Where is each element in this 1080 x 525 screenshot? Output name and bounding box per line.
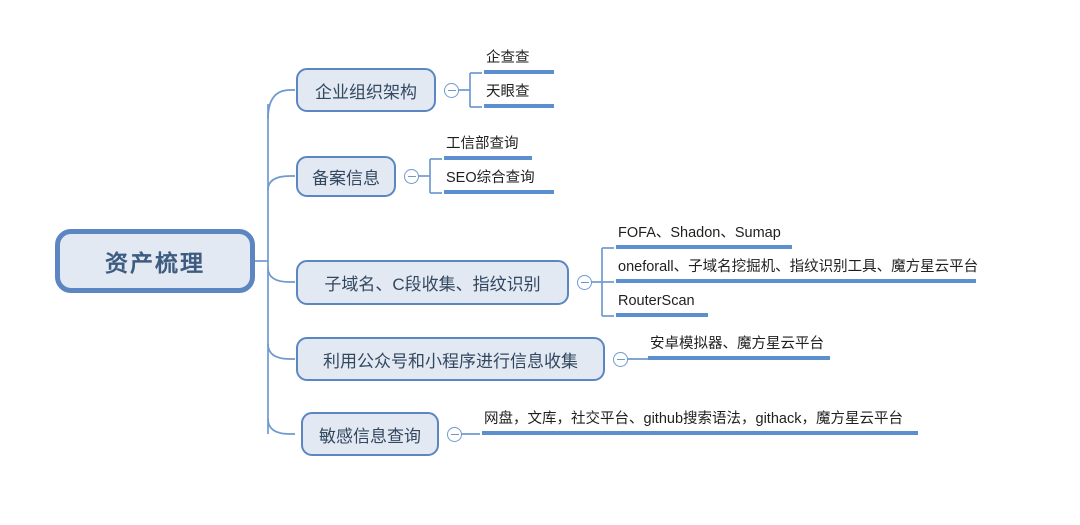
- elbow-branch-5: [267, 418, 295, 435]
- leaf-underline: [482, 431, 918, 435]
- leaf-underline: [444, 156, 532, 160]
- collapse-toggle-5[interactable]: [447, 427, 462, 442]
- leaf-item-1-2-label: 天眼查: [486, 84, 530, 100]
- branch-node-1-label: 企业组织架构: [315, 82, 417, 102]
- collapse-toggle-1[interactable]: [444, 83, 459, 98]
- leaf-item-2-1[interactable]: 工信部查询: [444, 135, 532, 160]
- elbow-branch-4: [267, 343, 295, 360]
- leaf-item-4-1[interactable]: 安卓模拟器、魔方星云平台: [648, 335, 830, 360]
- leaf-item-1-1-label: 企查查: [486, 50, 530, 66]
- leaf-item-1-1[interactable]: 企查查: [484, 49, 554, 74]
- leaf-item-4-1-label: 安卓模拟器、魔方星云平台: [650, 336, 824, 352]
- leaf-underline: [648, 356, 830, 360]
- elbow-branch-2: [267, 175, 295, 191]
- leaf-underline: [484, 104, 554, 108]
- branch-node-5-label: 敏感信息查询: [319, 426, 421, 446]
- branch-node-5[interactable]: 敏感信息查询: [301, 412, 439, 456]
- leaf-underline: [616, 279, 976, 283]
- branch-node-3-label: 子域名、C段收集、指纹识别: [324, 275, 541, 294]
- leaf-underline: [616, 245, 792, 249]
- leaf-item-3-2-label: oneforall、子域名挖掘机、指纹识别工具、魔方星云平台: [618, 259, 979, 275]
- root-node-label: 资产梳理: [105, 250, 205, 276]
- elbow-branch-3: [267, 267, 295, 283]
- collapse-toggle-3[interactable]: [577, 275, 592, 290]
- root-node[interactable]: 资产梳理: [55, 229, 255, 293]
- leaf-item-5-1-label: 网盘，文库，社交平台、github搜索语法，githack，魔方星云平台: [484, 411, 903, 427]
- leaf-underline: [484, 70, 554, 74]
- branch-node-4-label: 利用公众号和小程序进行信息收集: [323, 351, 578, 371]
- collapse-toggle-2[interactable]: [404, 169, 419, 184]
- leaf-item-3-3-label: RouterScan: [618, 293, 695, 309]
- leaf-item-3-1-label: FOFA、Shadon、Sumap: [618, 225, 781, 241]
- leaf-item-5-1[interactable]: 网盘，文库，社交平台、github搜索语法，githack，魔方星云平台: [482, 410, 918, 435]
- leaf-item-2-2[interactable]: SEO综合查询: [444, 169, 554, 194]
- leaf-item-1-2[interactable]: 天眼查: [484, 83, 554, 108]
- leaf-item-3-2[interactable]: oneforall、子域名挖掘机、指纹识别工具、魔方星云平台: [616, 258, 979, 283]
- branch-node-2-label: 备案信息: [312, 169, 380, 188]
- leaf-item-3-3[interactable]: RouterScan: [616, 292, 708, 317]
- leaf-underline: [616, 313, 708, 317]
- branch-node-2[interactable]: 备案信息: [296, 156, 396, 197]
- branch-node-1[interactable]: 企业组织架构: [296, 68, 436, 112]
- elbow-branch-1: [267, 89, 295, 120]
- branch-node-3[interactable]: 子域名、C段收集、指纹识别: [296, 260, 569, 305]
- leaf-item-3-1[interactable]: FOFA、Shadon、Sumap: [616, 224, 792, 249]
- leaf-item-2-1-label: 工信部查询: [446, 136, 519, 152]
- leaf-item-2-2-label: SEO综合查询: [446, 170, 535, 186]
- collapse-toggle-4[interactable]: [613, 352, 628, 367]
- leaf-underline: [444, 190, 554, 194]
- branch-node-4[interactable]: 利用公众号和小程序进行信息收集: [296, 337, 605, 381]
